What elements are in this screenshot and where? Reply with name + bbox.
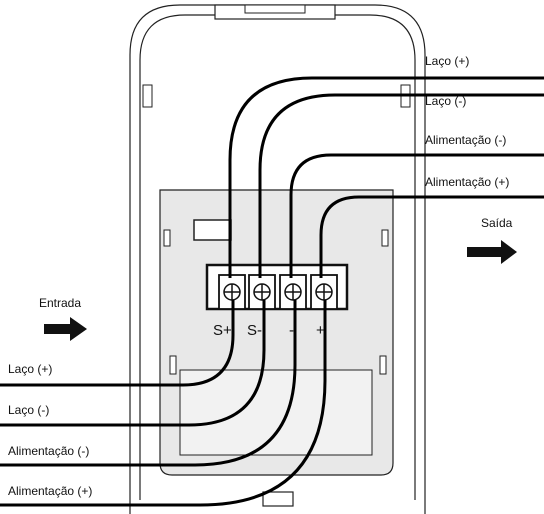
label-right-power-negative: Alimentação (-)	[425, 133, 507, 147]
terminal-screw-3	[279, 274, 307, 310]
arrow-right-icon	[467, 240, 517, 264]
wire-in-loop-negative	[0, 300, 266, 427]
panel-clip-left-bottom	[169, 355, 177, 375]
label-right-loop-negative: Laço (-)	[425, 94, 467, 108]
wire-in-loop-positive	[0, 300, 235, 387]
wire-out-loop-positive	[228, 76, 544, 278]
label-right-power-positive: Alimentação (+)	[425, 175, 510, 189]
side-clip-left	[142, 84, 153, 108]
terminal-label-4: +	[316, 322, 325, 339]
panel-clip-right-top	[381, 229, 389, 247]
terminal-label-1: S+	[213, 322, 232, 339]
label-left-loop-positive: Laço (+)	[8, 362, 53, 376]
wire-out-power-positive	[319, 195, 544, 278]
wire-out-loop-negative	[258, 93, 544, 278]
label-left-power-negative: Alimentação (-)	[8, 444, 90, 458]
wire-in-power-negative	[0, 300, 297, 467]
bottom-tab	[262, 491, 294, 507]
label-left-power-positive: Alimentação (+)	[8, 484, 93, 498]
panel-clip-right-bottom	[379, 355, 387, 375]
terminal-label-2: S-	[247, 322, 262, 339]
label-left-loop-negative: Laço (-)	[8, 403, 50, 417]
arrow-right-icon	[44, 317, 87, 341]
inner-panel	[179, 369, 373, 456]
top-tab-inner	[244, 4, 306, 14]
output-label: Saída	[481, 216, 513, 230]
wire-out-power-negative	[289, 153, 544, 278]
panel-clip-left-top	[163, 229, 171, 247]
label-right-loop-positive: Laço (+)	[425, 54, 470, 68]
input-label: Entrada	[39, 296, 82, 310]
terminal-label-3: -	[289, 322, 294, 339]
wire-in-power-positive	[0, 300, 327, 507]
panel-slot	[193, 219, 232, 241]
terminal-screw-2	[248, 274, 276, 310]
